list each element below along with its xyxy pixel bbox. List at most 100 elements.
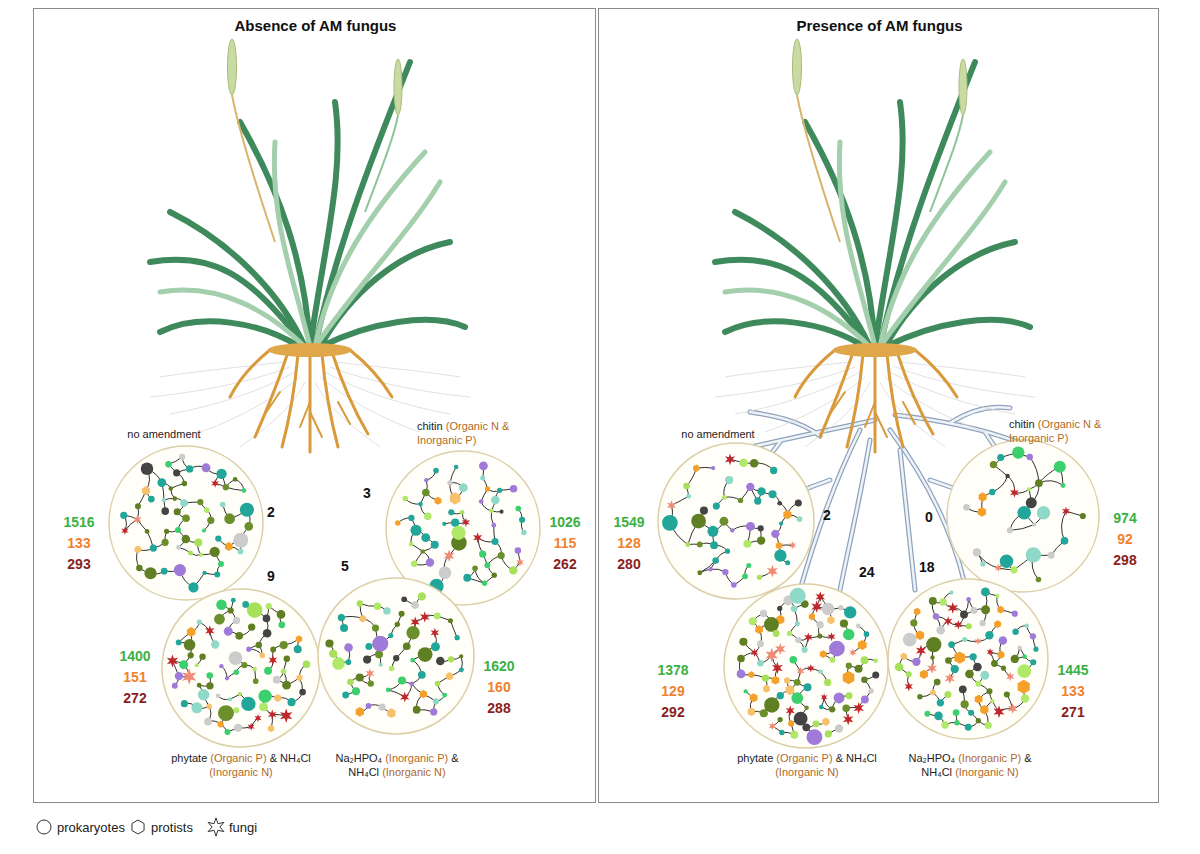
prokaryote-node: [442, 693, 447, 698]
prokaryote-node: [242, 488, 247, 493]
protist-node: [920, 670, 928, 679]
prokaryote-node: [402, 496, 408, 502]
fungus-node: [905, 682, 913, 691]
prokaryote-node: [216, 600, 227, 611]
prokaryote-node: [744, 689, 748, 693]
circle-outline: [318, 578, 474, 734]
prokaryote-node: [431, 541, 439, 549]
count-number: 280: [607, 555, 651, 573]
prokaryote-node: [1030, 659, 1036, 665]
prokaryote-node: [970, 653, 977, 660]
fungus-node: [804, 633, 812, 642]
prokaryote-node: [981, 605, 990, 614]
prokaryote-node: [1054, 461, 1066, 473]
prokaryote-node: [197, 683, 202, 688]
count-number: 1620: [477, 657, 521, 675]
prokaryote-node: [794, 679, 801, 686]
prokaryote-node: [742, 573, 748, 579]
prokaryote-node: [989, 489, 995, 495]
prokaryote-node: [1026, 547, 1041, 562]
prokaryote-node: [281, 668, 286, 673]
protist-node: [772, 676, 780, 685]
circle-outline: [162, 589, 320, 747]
network-circle: Na₂HPO₄ (Inorganic P) & NH₄Cl (Inorganic…: [318, 578, 474, 734]
label-part: (Inorganic N): [382, 766, 446, 778]
prokaryote-node: [980, 561, 985, 566]
prokaryote-node: [135, 503, 141, 509]
circle-outline: [947, 440, 1099, 592]
prokaryote-node: [238, 692, 242, 696]
prokaryote-node: [398, 676, 406, 684]
prokaryote-node: [188, 652, 194, 658]
protist-node: [820, 650, 827, 658]
count-number: 1026: [543, 513, 587, 531]
network-link: [1010, 525, 1034, 531]
prokaryote-node: [917, 694, 922, 699]
prokaryote-node: [435, 681, 441, 687]
fungus-node: [772, 662, 783, 674]
protist-node: [858, 640, 867, 650]
prokaryote-node: [256, 642, 262, 648]
fungus-node: [843, 713, 853, 725]
prokaryote-node: [498, 552, 505, 559]
protist-node: [142, 486, 150, 495]
label-part: & NH₄Cl: [833, 752, 877, 764]
count-number: 1378: [651, 661, 695, 679]
prokaryote-node: [233, 477, 238, 482]
prokaryote-node: [172, 683, 178, 689]
prokaryote-node: [686, 494, 691, 499]
prokaryote-node: [966, 623, 972, 629]
circle-border: [888, 579, 1048, 739]
prokaryote-node: [779, 730, 784, 735]
prokaryote-node: [204, 718, 212, 726]
protist-node: [274, 694, 281, 702]
prokaryote-node: [770, 467, 777, 474]
fungus-node: [815, 591, 824, 602]
prokaryote-node: [697, 541, 703, 547]
prokaryote-node: [199, 653, 205, 659]
prokaryote-node: [754, 497, 761, 504]
prokaryote-node: [482, 581, 487, 586]
prokaryote-node: [963, 504, 970, 511]
prokaryote-node: [769, 490, 777, 498]
fungus-node: [766, 648, 778, 662]
prokaryote-node: [825, 730, 832, 737]
prokaryote-node: [707, 526, 718, 537]
prokaryote-node: [842, 705, 849, 712]
prokaryote-node: [418, 671, 426, 679]
prokaryote-node: [240, 503, 254, 517]
prokaryote-node: [229, 651, 243, 665]
prokaryote-node: [965, 670, 974, 679]
legend-item: protists: [128, 817, 193, 837]
protist-node: [485, 486, 490, 492]
prokaryote-node: [180, 499, 188, 507]
prokaryote-node: [165, 461, 172, 468]
prokaryote-node: [980, 671, 989, 680]
prokaryote-node: [492, 538, 499, 545]
prokaryote-node: [731, 582, 737, 588]
prokaryote-node: [773, 630, 780, 637]
prokaryote-node: [492, 573, 497, 578]
prokaryote-node: [954, 720, 959, 725]
count-number: 128: [607, 534, 651, 552]
fungus-node: [269, 655, 278, 665]
prokaryote-node: [420, 549, 425, 554]
prokaryote-node: [418, 592, 426, 600]
prokaryote-node: [790, 731, 798, 739]
prokaryote-node: [214, 614, 225, 625]
label-part: phytate: [737, 752, 776, 764]
prokaryote-node: [757, 575, 762, 580]
prokaryote-node: [757, 640, 764, 647]
protist-node: [135, 546, 142, 554]
prokaryote-node: [218, 561, 224, 567]
prokaryote-node: [777, 606, 782, 611]
prokaryote-node: [861, 656, 869, 664]
prokaryote-node: [895, 663, 904, 672]
count-number: 292: [651, 703, 695, 721]
protist-node: [1018, 680, 1030, 694]
network-link: [1008, 476, 1015, 493]
prokaryote-node: [231, 598, 236, 603]
prokaryote-node: [790, 656, 797, 663]
prokaryote-node: [418, 647, 433, 662]
